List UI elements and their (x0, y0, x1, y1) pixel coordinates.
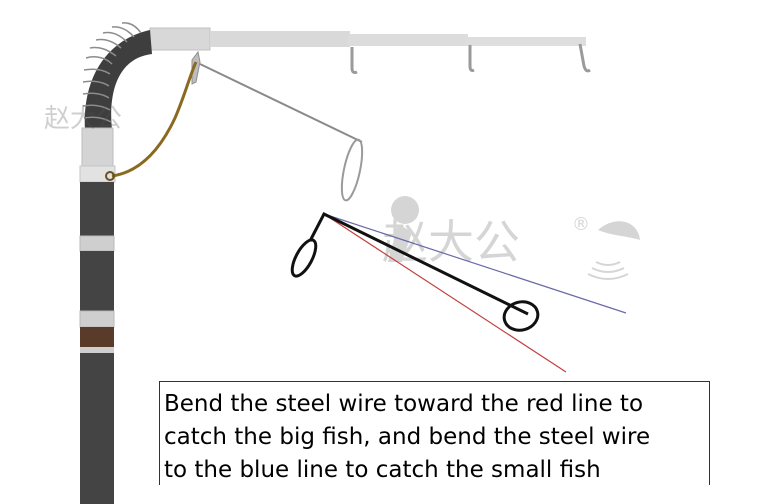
rod-collar (79, 127, 116, 183)
reference-lines (323, 213, 627, 373)
detached-steel-wire (290, 212, 540, 332)
attached-steel-wire (199, 63, 364, 202)
caption-line-2: catch the big fish, and bend the steel w… (164, 424, 651, 450)
rod-bent-joint (82, 22, 152, 130)
rod-clip (191, 50, 201, 85)
gold-cord (105, 61, 198, 181)
blue-line (323, 213, 627, 314)
red-line (323, 213, 567, 373)
caption-box: Bend the steel wire toward the red line … (159, 381, 710, 485)
rod-guide-rings (350, 43, 591, 74)
svg-text:®: ® (572, 214, 590, 235)
rod-top-section (149, 27, 586, 51)
caption-line-3: to the blue line to catch the small fish (164, 457, 601, 483)
rod-main-body (79, 182, 115, 504)
svg-text:赵大公: 赵大公 (44, 104, 122, 134)
watermark-small: 赵大公 (44, 104, 122, 134)
caption-line-1: Bend the steel wire toward the red line … (164, 391, 644, 417)
svg-text:赵大公: 赵大公 (382, 215, 520, 269)
watermark-large: 赵大公 ® (382, 196, 640, 280)
